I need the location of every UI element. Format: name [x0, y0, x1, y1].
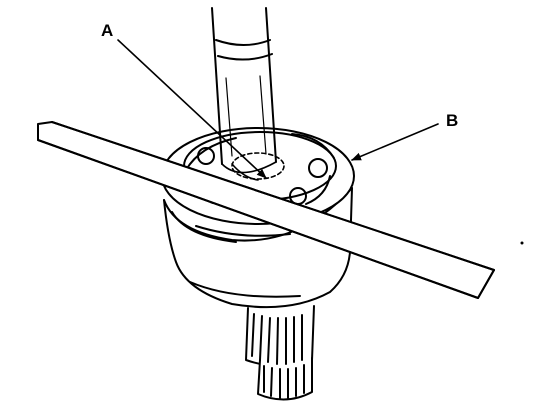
callout-b: B — [446, 111, 458, 130]
ink-dot — [520, 241, 524, 245]
leader-a — [117, 39, 267, 179]
leader-b — [351, 123, 439, 161]
callout-a: A — [101, 21, 113, 40]
shaft-end-dashed — [231, 152, 285, 180]
spline-shaft — [245, 305, 315, 401]
straight-edge — [37, 121, 495, 299]
drive-shaft — [211, 7, 277, 165]
